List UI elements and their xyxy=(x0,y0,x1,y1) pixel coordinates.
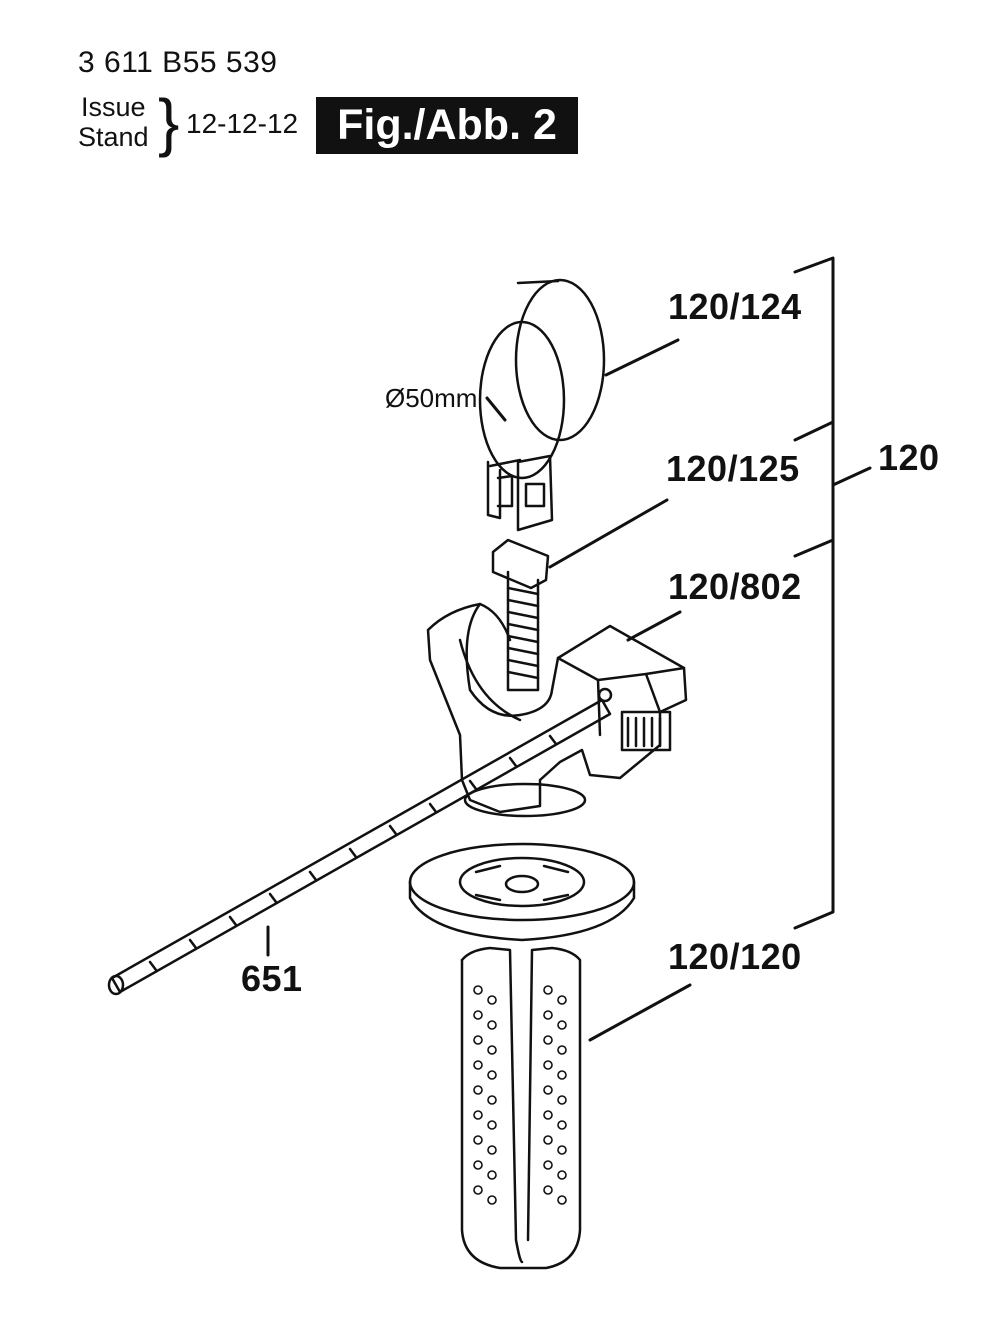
figure-label: Fig./Abb. 2 xyxy=(316,97,578,154)
clamp-bolt xyxy=(491,538,550,692)
leader-bolt xyxy=(548,498,669,569)
issue-label: Issue xyxy=(81,92,146,122)
part-number: 3 611 B55 539 xyxy=(78,46,278,79)
callout-handle: 120/120 xyxy=(668,936,802,977)
depth-stop-rod xyxy=(107,698,612,996)
handle-grip-dots xyxy=(473,985,567,1205)
stand-label: Stand xyxy=(78,122,149,152)
leader-clamp-bracket xyxy=(793,538,835,558)
dimension-label: Ø50mm xyxy=(385,383,478,413)
callout-depth-rod: 651 xyxy=(241,958,303,999)
brace-symbol: } xyxy=(158,86,180,158)
leader-handle xyxy=(588,983,692,1042)
assembly-bracket xyxy=(793,256,835,930)
callout-clamp: 120/802 xyxy=(668,566,802,607)
leader-bolt-bracket xyxy=(793,420,835,442)
leader-strap xyxy=(604,338,680,377)
leader-assembly xyxy=(831,466,872,487)
clamp-strap xyxy=(478,278,606,532)
callout-strap: 120/124 xyxy=(668,286,802,327)
leader-clamp xyxy=(626,610,682,642)
side-handle xyxy=(408,842,636,1270)
leader-dimension xyxy=(485,396,507,422)
callout-bolt: 120/125 xyxy=(666,448,800,489)
callout-assembly: 120 xyxy=(878,437,940,478)
issue-stand-block: Issue Stand xyxy=(78,92,149,152)
issue-date: 12-12-12 xyxy=(186,108,299,139)
clamp-body xyxy=(426,602,688,818)
